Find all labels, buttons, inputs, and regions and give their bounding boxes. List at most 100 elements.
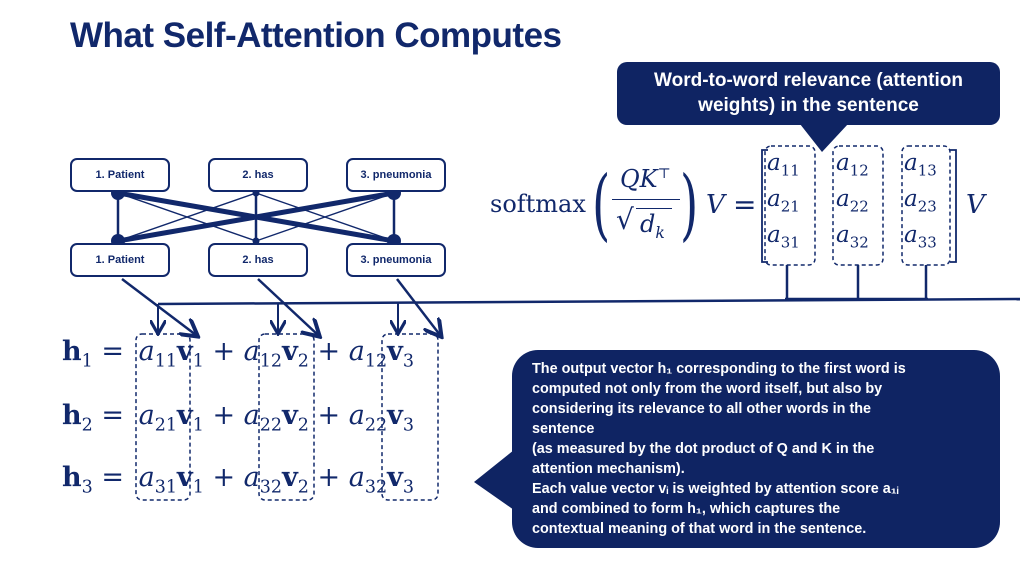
explanation-line: Each value vector vᵢ is weighted by atte… bbox=[532, 481, 899, 497]
denominator-subscript: k bbox=[655, 223, 665, 242]
equation-term: 2 bbox=[297, 415, 309, 436]
equation-term: v bbox=[177, 400, 193, 431]
equation-term: v bbox=[282, 462, 298, 493]
equation-term: a bbox=[243, 462, 260, 493]
softmax-label: softmax bbox=[490, 190, 586, 218]
equation-term: h bbox=[62, 462, 82, 493]
equation-row: h2 = a21v1 + a22v2 + a22v3 bbox=[62, 400, 415, 436]
matrix-index: 13 bbox=[917, 161, 937, 180]
equation-term: 2 bbox=[297, 477, 309, 498]
matrix-index: 12 bbox=[849, 161, 869, 180]
matrix-cell: a23 bbox=[904, 186, 937, 216]
paren-right: ) bbox=[680, 160, 699, 250]
explanation-line: sentence bbox=[532, 421, 595, 437]
sqrt-sign: √ bbox=[616, 203, 634, 236]
matrix-index: 21 bbox=[780, 197, 800, 216]
transpose-symbol: ⊤ bbox=[657, 166, 671, 182]
sqrt-bar bbox=[636, 208, 672, 209]
word-top-patient: 1. Patient bbox=[70, 158, 170, 192]
equation-term: 3 bbox=[81, 477, 93, 498]
equation-term: 22 bbox=[259, 415, 283, 436]
explanation-line: contextual meaning of that word in the s… bbox=[532, 521, 867, 537]
numerator-text: QK bbox=[620, 165, 658, 193]
matrix-symbol: a bbox=[836, 222, 850, 248]
matrix-cell: a33 bbox=[904, 222, 937, 252]
matrix-index: 11 bbox=[780, 161, 800, 180]
explanation-line: considering its relevance to all other w… bbox=[532, 401, 872, 417]
matrix-cell: a11 bbox=[767, 150, 800, 180]
matrix-cell: a12 bbox=[836, 150, 869, 180]
matrix-index: 22 bbox=[849, 197, 869, 216]
V-right: V bbox=[966, 190, 985, 220]
equation-term: 3 bbox=[402, 415, 415, 436]
equation-term: 1 bbox=[81, 351, 93, 372]
matrix-cell: a13 bbox=[904, 150, 937, 180]
equation-term: a bbox=[138, 462, 155, 493]
numerator: QK⊤ bbox=[620, 165, 671, 193]
equation-term: 22 bbox=[364, 415, 388, 436]
equation-term: v bbox=[387, 462, 403, 493]
word-top-pneumonia: 3. pneumonia bbox=[346, 158, 446, 192]
denominator-text: d bbox=[640, 210, 656, 238]
equation-term: 2 bbox=[297, 351, 309, 372]
equation-term: h bbox=[62, 336, 82, 367]
matrix-symbol: a bbox=[767, 222, 781, 248]
word-top-has: 2. has bbox=[208, 158, 308, 192]
V-left: V bbox=[706, 190, 725, 220]
matrix-cell: a32 bbox=[836, 222, 869, 252]
equation-term: a bbox=[348, 336, 365, 367]
equation-term: 21 bbox=[154, 415, 178, 436]
matrix-index: 32 bbox=[849, 233, 869, 252]
matrix-cell: a21 bbox=[767, 186, 800, 216]
equation-term: 12 bbox=[259, 351, 283, 372]
word-bottom-pneumonia: 3. pneumonia bbox=[346, 243, 446, 277]
equation-term: h bbox=[62, 400, 82, 431]
explanation-line: (as measured by the dot product of Q and… bbox=[532, 441, 875, 457]
matrix-symbol: a bbox=[836, 150, 850, 176]
matrix-symbol: a bbox=[836, 186, 850, 212]
equation-term: a bbox=[138, 336, 155, 367]
equation-term: 1 bbox=[192, 477, 204, 498]
fraction-bar bbox=[612, 199, 680, 200]
equation-term: 12 bbox=[364, 351, 388, 372]
explanation-callout: The output vector h₁ corresponding to th… bbox=[512, 350, 1000, 548]
equation-term: v bbox=[177, 462, 193, 493]
equation-term: v bbox=[387, 336, 403, 367]
paren-left: ( bbox=[592, 160, 611, 250]
attention-weights-callout: Word-to-word relevance (attention weight… bbox=[617, 62, 1000, 125]
matrix-symbol: a bbox=[767, 150, 781, 176]
matrix-cell: a22 bbox=[836, 186, 869, 216]
equation-term: 3 bbox=[402, 477, 415, 498]
equation-term: a bbox=[348, 462, 365, 493]
equation-term: a bbox=[243, 336, 260, 367]
explanation-line: The output vector h₁ corresponding to th… bbox=[532, 361, 906, 377]
matrix-symbol: a bbox=[904, 150, 918, 176]
matrix-symbol: a bbox=[904, 186, 918, 212]
equation-term: 2 bbox=[81, 415, 93, 436]
callout-line: Word-to-word relevance (attention bbox=[654, 70, 963, 91]
slide-title: What Self-Attention Computes bbox=[70, 16, 562, 55]
equation-term: a bbox=[348, 400, 365, 431]
matrix-index: 33 bbox=[917, 233, 937, 252]
matrix-cell: a31 bbox=[767, 222, 800, 252]
word-bottom-has: 2. has bbox=[208, 243, 308, 277]
explanation-line: and combined to form h₁, which captures … bbox=[532, 501, 841, 517]
equation-term: 1 bbox=[192, 351, 204, 372]
equation-term: v bbox=[282, 336, 298, 367]
equation-term: 31 bbox=[154, 477, 178, 498]
matrix-symbol: a bbox=[767, 186, 781, 212]
matrix-symbol: a bbox=[904, 222, 918, 248]
callout-line: weights) in the sentence bbox=[698, 95, 919, 116]
equation-term: a bbox=[243, 400, 260, 431]
equation-term: a bbox=[138, 400, 155, 431]
equation-term: 32 bbox=[259, 477, 283, 498]
equation-row: h1 = a11v1 + a12v2 + a12v3 bbox=[62, 336, 415, 372]
equation-term: 1 bbox=[192, 415, 204, 436]
equals: = bbox=[733, 188, 757, 221]
equation-term: 32 bbox=[364, 477, 388, 498]
equation-term: v bbox=[387, 400, 403, 431]
equation-row: h3 = a31v1 + a32v2 + a32v3 bbox=[62, 462, 415, 498]
matrix-index: 31 bbox=[780, 233, 800, 252]
